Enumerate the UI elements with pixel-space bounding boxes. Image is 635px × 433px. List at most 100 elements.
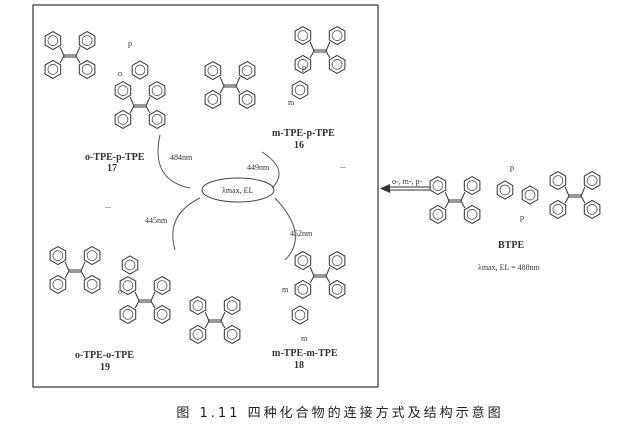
c16-tpe-a-phenyl-4 [238,89,256,109]
bond [134,291,140,302]
btpe-tpe-b-phenyl-1 [549,171,567,191]
bond [64,270,70,279]
compound-18-name: m-TPE-m-TPE [272,348,338,359]
c17-tpe-a-phenyl-3 [44,59,62,79]
center-ellipse [201,177,275,203]
btpe-tpe-b-phenyl-3-aromatic [552,204,564,215]
c19-linker [121,255,139,275]
c19-tpe-a-phenyl-2 [83,246,101,266]
bond [219,85,225,94]
c16-tpe-b-phenyl-3-aromatic [297,59,309,70]
bond [75,55,81,64]
compound-17-number: 17 [107,163,117,174]
bond [80,270,86,279]
c16-linker-aromatic [294,84,306,96]
sub-label-18-m2: m [301,334,308,343]
c17-tpe-b-phenyl-3 [114,109,132,129]
c17-tpe-b-phenyl-1 [114,81,132,101]
c17-tpe-a-phenyl-4 [78,59,96,79]
c19-tpe-b-phenyl-4 [153,304,171,324]
c17-tpe-b-phenyl-3-aromatic [117,114,129,125]
btpe-tpe-a-phenyl-4-aromatic [466,209,478,220]
c19-tpe-a-phenyl-1-aromatic [52,250,64,261]
c19-tpe-b-phenyl-1-aromatic [122,280,134,291]
sub-label-17-o: o [118,69,122,78]
c19-tpe-b-phenyl-3 [119,304,137,324]
c16-tpe-b-phenyl-1-aromatic [297,30,309,41]
bond [80,261,86,272]
c17-tpe-b-phenyl-1-aromatic [117,85,129,96]
c17-tpe-b-phenyl-4-aromatic [151,114,163,125]
c16-tpe-a-phenyl-3 [204,89,222,109]
bond [220,320,226,329]
btpe-arrow-head [380,184,390,193]
btpe-tpe-b-phenyl-4 [583,199,601,219]
diagram-frame [32,4,379,388]
sub-label-16-m: m [288,98,295,107]
btpe-tpe-a-phenyl-3-aromatic [432,209,444,220]
c17-tpe-a-phenyl-2 [78,31,96,51]
c16-tpe-b-phenyl-4-aromatic [331,59,343,70]
btpe-tpe-a-phenyl-1 [429,176,447,196]
c18-tpe-b-phenyl-3-aromatic [297,284,309,295]
btpe-linker-a [496,180,514,200]
c17-tpe-b-phenyl-4 [148,109,166,129]
c19-tpe-b-phenyl-1 [119,276,137,296]
bond [325,266,331,277]
c19-tpe-a-phenyl-4 [83,274,101,294]
ellipsis-right: ... [340,161,346,170]
c18-linker-aromatic [294,309,306,321]
ellipsis-left: ... [105,201,111,210]
bond [460,191,466,202]
bond [235,85,241,94]
wavelength-19: 445nm [145,216,168,225]
c18-tpe-a-phenyl-1-aromatic [192,300,204,311]
c18-tpe-b-phenyl-4 [328,279,346,299]
bond [564,195,570,204]
bond [564,186,570,197]
sub-label-16-p: p [302,63,306,72]
bond [219,76,225,87]
c17-linker-aromatic [134,64,146,76]
btpe-tpe-a-phenyl-2-aromatic [466,180,478,191]
compound-16-name: m-TPE-p-TPE [272,128,335,139]
btpe-tpe-b-phenyl-1-aromatic [552,175,564,186]
btpe-tpe-b-phenyl-2 [583,171,601,191]
c16-tpe-a-phenyl-1 [204,61,222,81]
c19-tpe-b-phenyl-3-aromatic [122,309,134,320]
btpe-linker-b [521,185,539,205]
bond [460,200,466,209]
bond [580,195,586,204]
c18-tpe-a-phenyl-2 [223,296,241,316]
sub-label-17-p: p [128,39,132,48]
bond [145,96,151,107]
c19-tpe-b-phenyl-4-aromatic [156,309,168,320]
bond [150,291,156,302]
c16-tpe-b-phenyl-1 [294,26,312,46]
compound-16-number: 16 [294,140,304,151]
c17-tpe-a-phenyl-4-aromatic [81,64,93,75]
sub-label-19-o: o [118,287,122,296]
bond [75,46,81,57]
c16-tpe-a-phenyl-1-aromatic [207,65,219,76]
c19-tpe-a-phenyl-1 [49,246,67,266]
c18-tpe-b-phenyl-2-aromatic [331,255,343,266]
compound-17-name: o-TPE-p-TPE [85,152,145,163]
c18-tpe-a-phenyl-3-aromatic [192,329,204,340]
wavelength-center: λmax, EL [222,186,254,195]
btpe-tpe-a-phenyl-2 [463,176,481,196]
c17-tpe-a-phenyl-2-aromatic [81,35,93,46]
c18-tpe-a-phenyl-1 [189,296,207,316]
c18-tpe-b-phenyl-1 [294,251,312,271]
wavelength-18: 452nm [290,229,313,238]
c19-tpe-b-phenyl-2 [153,276,171,296]
c17-linker [131,60,149,80]
bond [325,41,331,52]
c16-linker [291,80,309,100]
bond [220,311,226,322]
bond [444,191,450,202]
c16-tpe-a-phenyl-4-aromatic [241,94,253,105]
c17-tpe-a-phenyl-3-aromatic [47,64,59,75]
